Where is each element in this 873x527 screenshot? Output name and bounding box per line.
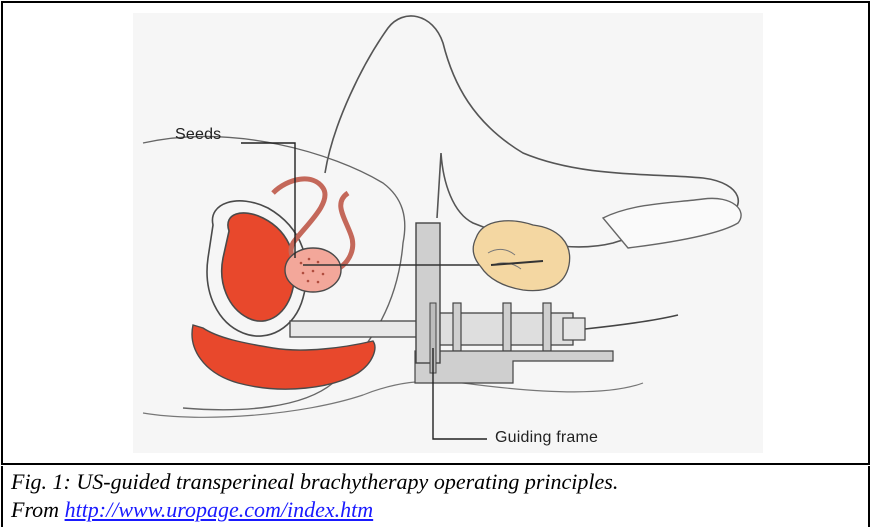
ultrasound-probe: [290, 321, 420, 337]
caption-line-2: From http://www.uropage.com/index.htm: [11, 496, 618, 524]
seeds-label: Seeds: [175, 126, 221, 144]
caption-source-prefix: From: [11, 497, 65, 522]
probe-end: [563, 318, 585, 340]
figure-caption: Fig. 1: US-guided transperineal brachyth…: [11, 468, 618, 524]
source-link[interactable]: http://www.uropage.com/index.htm: [65, 497, 374, 522]
caption-line-1: Fig. 1: US-guided transperineal brachyth…: [11, 468, 618, 496]
figure-frame: Seeds Guiding frame: [1, 1, 870, 465]
caption-frame: Fig. 1: US-guided transperineal brachyth…: [1, 466, 870, 527]
brachytherapy-illustration: [3, 3, 872, 467]
guiding-frame-label: Guiding frame: [495, 429, 598, 447]
